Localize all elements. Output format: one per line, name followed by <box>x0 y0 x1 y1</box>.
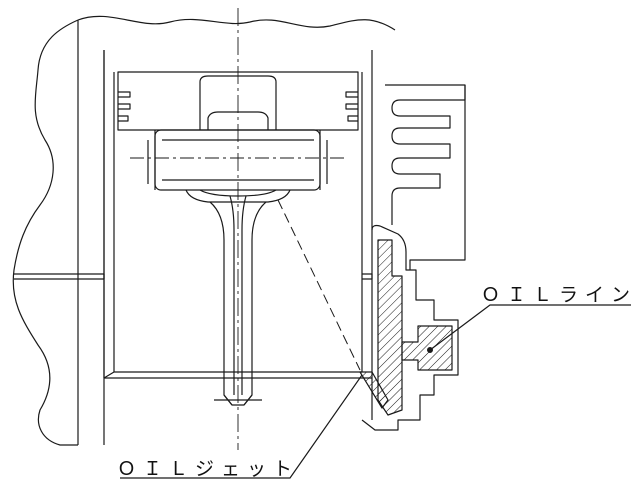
piston-crown <box>117 71 359 131</box>
oil-line-label: ＯＩＬライン <box>481 284 631 306</box>
pin-boss-left <box>147 130 156 190</box>
water-jacket-fins <box>385 84 466 225</box>
block-joint-line-right <box>362 273 373 280</box>
oil-jet-nozzle <box>359 371 389 409</box>
conrod-oilhole-left <box>229 195 235 395</box>
oil-line-leader <box>429 304 631 351</box>
block-break-line <box>12 19 79 446</box>
conrod-shank-right <box>243 201 267 406</box>
oil-jet-spray <box>277 199 361 371</box>
oil-jet-boss <box>361 224 459 431</box>
oil-jet-leader <box>120 374 363 479</box>
conrod-small-end <box>185 189 291 203</box>
piston-pin <box>154 129 321 191</box>
liner-bottom <box>103 371 362 379</box>
oil-jet-label: ＯＩＬジェット <box>117 458 300 480</box>
oil-passage-horizontal <box>401 325 453 371</box>
conrod-oilhole-right <box>241 195 247 395</box>
conrod-shank-left <box>209 201 233 406</box>
right-block-wall <box>409 85 466 270</box>
pin-boss-right <box>319 130 328 190</box>
ring-grooves-left <box>118 91 131 122</box>
ring-grooves-right <box>345 91 358 122</box>
head-top-break <box>77 15 396 31</box>
